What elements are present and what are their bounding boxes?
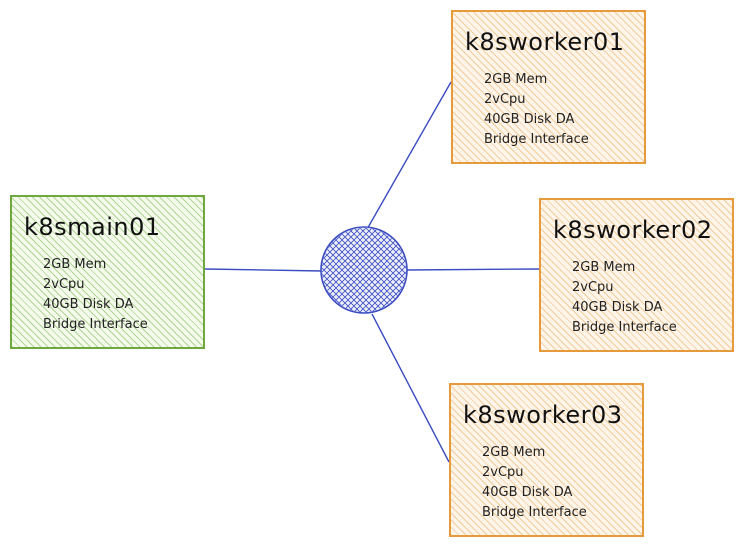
spec-network: Bridge Interface (43, 317, 148, 332)
node-title: k8smain01 (24, 213, 161, 241)
network-hub-hatch (322, 228, 406, 312)
spec-memory: 2GB Mem (482, 445, 546, 460)
node-title: k8sworker02 (553, 216, 713, 244)
node-spec-list: 2GB Mem 2vCpu 40GB Disk DA Bridge Interf… (572, 258, 677, 338)
node-k8sworker02: k8sworker02 2GB Mem 2vCpu 40GB Disk DA B… (539, 198, 734, 352)
spec-network: Bridge Interface (572, 320, 677, 335)
node-spec-list: 2GB Mem 2vCpu 40GB Disk DA Bridge Interf… (43, 255, 148, 335)
spec-disk: 40GB Disk DA (482, 485, 573, 500)
spec-disk: 40GB Disk DA (572, 300, 663, 315)
link-hub-worker01 (365, 81, 452, 232)
spec-cpu: 2vCpu (572, 280, 614, 295)
node-k8sworker01: k8sworker01 2GB Mem 2vCpu 40GB Disk DA B… (451, 10, 646, 164)
spec-memory: 2GB Mem (484, 72, 548, 87)
spec-disk: 40GB Disk DA (43, 297, 134, 312)
node-k8sworker03: k8sworker03 2GB Mem 2vCpu 40GB Disk DA B… (449, 383, 644, 537)
link-hub-worker03 (371, 313, 450, 463)
node-title: k8sworker01 (465, 28, 625, 56)
spec-network: Bridge Interface (482, 505, 587, 520)
spec-cpu: 2vCpu (43, 277, 85, 292)
spec-cpu: 2vCpu (482, 465, 524, 480)
spec-memory: 2GB Mem (43, 257, 107, 272)
spec-cpu: 2vCpu (484, 92, 526, 107)
spec-disk: 40GB Disk DA (484, 112, 575, 127)
node-k8smain01: k8smain01 2GB Mem 2vCpu 40GB Disk DA Bri… (10, 195, 205, 349)
node-title: k8sworker03 (463, 401, 623, 429)
node-spec-list: 2GB Mem 2vCpu 40GB Disk DA Bridge Interf… (484, 70, 589, 150)
spec-memory: 2GB Mem (572, 260, 636, 275)
node-spec-list: 2GB Mem 2vCpu 40GB Disk DA Bridge Interf… (482, 443, 587, 523)
link-main-hub (204, 268, 323, 272)
link-hub-worker02 (404, 268, 540, 271)
spec-network: Bridge Interface (484, 132, 589, 147)
